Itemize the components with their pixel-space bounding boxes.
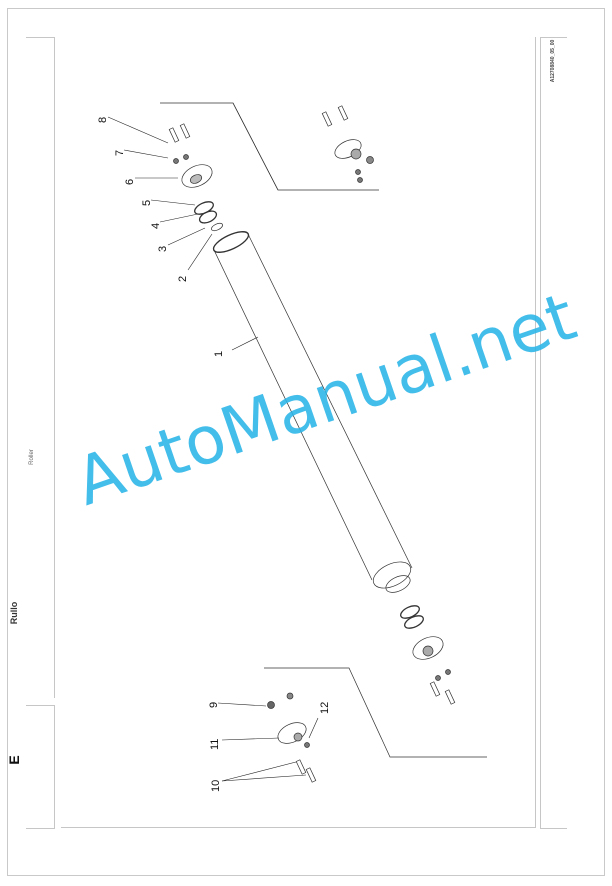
detail-box-top-side — [232, 102, 279, 191]
bottom-detail-parts — [267, 692, 317, 783]
leader-lines — [107, 116, 319, 782]
callout-2: 2 — [177, 276, 189, 282]
callout-10: 10 — [210, 780, 222, 792]
callout-3: 3 — [157, 246, 169, 252]
left-sidebar — [26, 37, 55, 829]
detail-box-bottom — [264, 667, 487, 758]
callout-11: 11 — [209, 739, 221, 750]
reference-panel — [540, 37, 567, 829]
callout-12: 12 — [319, 702, 331, 714]
bottom-end-parts — [400, 605, 456, 705]
section-panel — [26, 705, 55, 829]
callout-7: 7 — [114, 150, 126, 156]
roller-tube — [212, 231, 413, 593]
callout-6: 6 — [124, 179, 136, 185]
callout-5: 5 — [141, 200, 153, 206]
title-panel — [26, 37, 55, 698]
callout-1: 1 — [213, 351, 225, 357]
callout-9: 9 — [208, 702, 220, 708]
drawing-frame — [61, 37, 536, 828]
top-end-parts — [168, 123, 223, 232]
callout-4: 4 — [150, 223, 162, 229]
callout-8: 8 — [97, 117, 109, 123]
top-detail-parts — [321, 105, 374, 183]
